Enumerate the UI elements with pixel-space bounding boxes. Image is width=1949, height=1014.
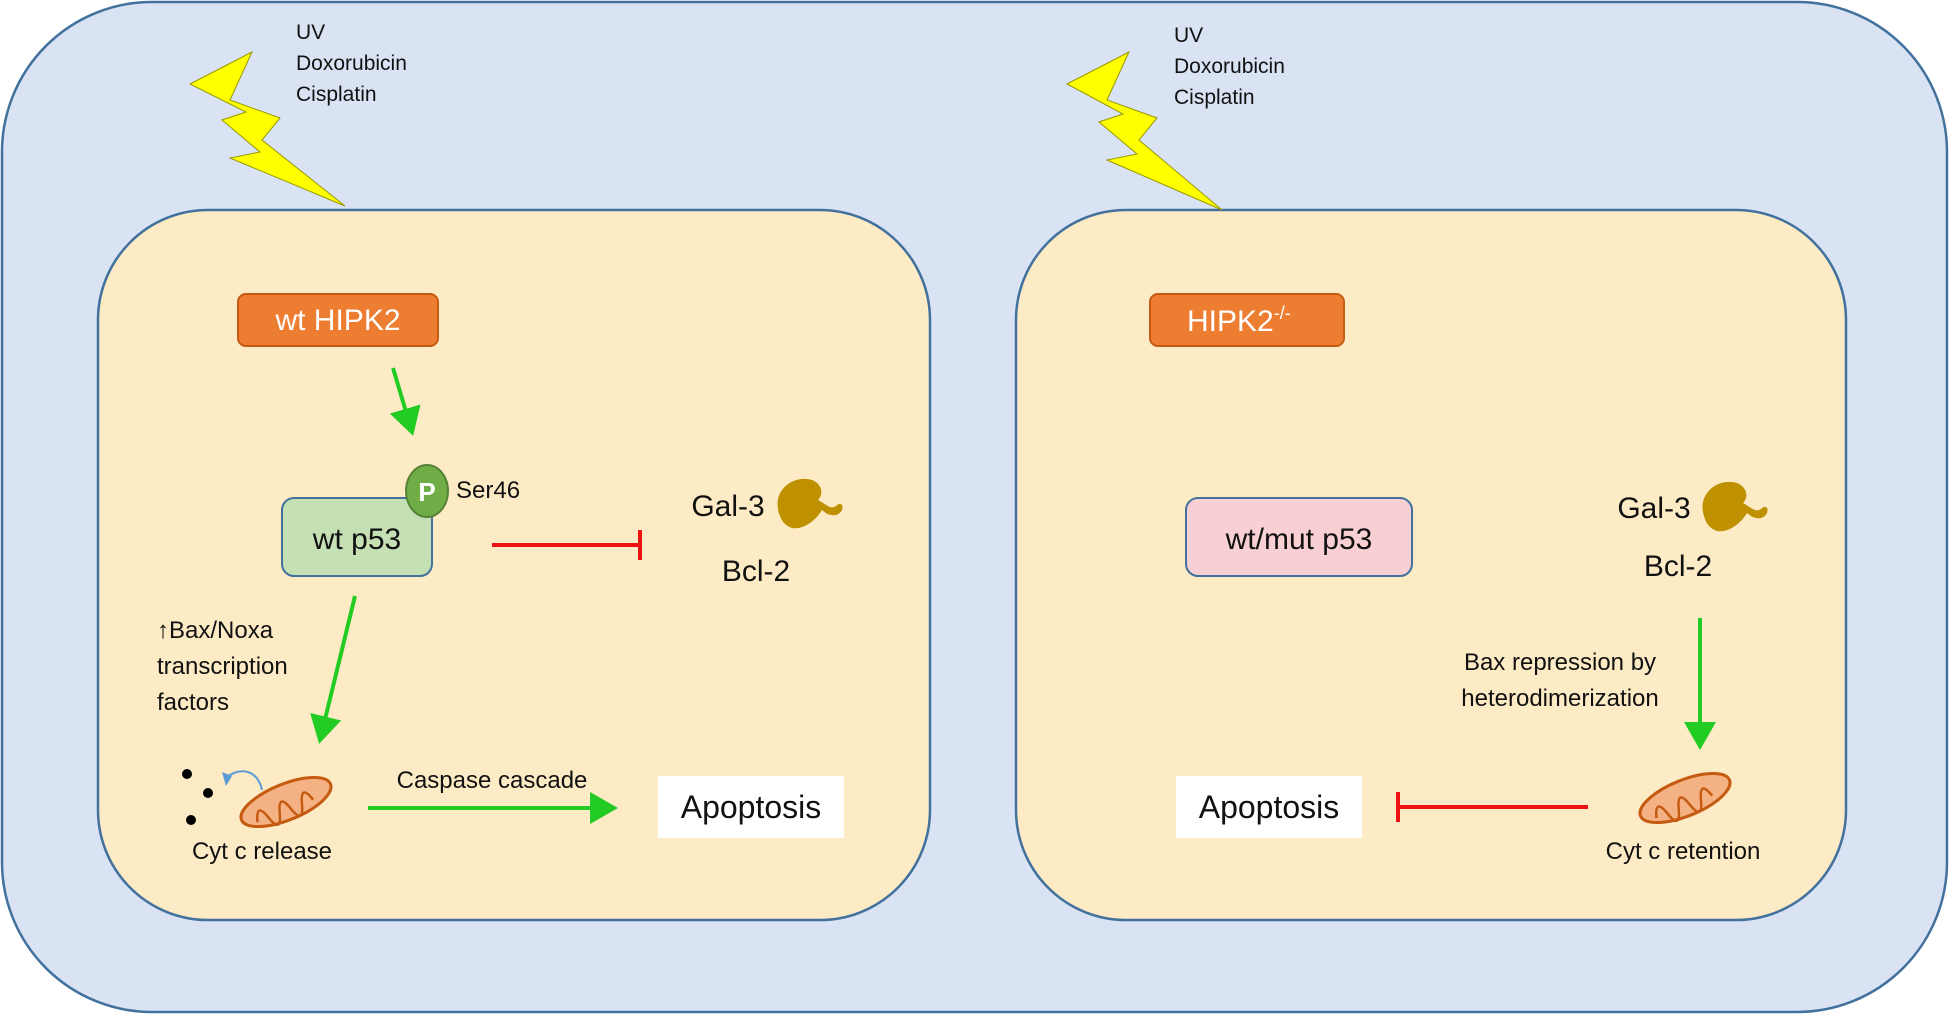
right-bcl2-label: Bcl-2 <box>1644 550 1712 583</box>
hipk2-knockout-name: HIPK2 <box>1187 305 1274 338</box>
cytc-release-arrowhead <box>222 772 232 786</box>
transcription-line-2: transcription <box>157 653 288 680</box>
wt-hipk2-box <box>237 293 439 347</box>
wt-p53-label: wt p53 <box>312 523 401 556</box>
hipk2-knockout-superscript: -/- <box>1274 303 1291 323</box>
phospho-label: P <box>418 477 435 507</box>
left-lightning-icon <box>188 50 346 207</box>
right-lightning-icon <box>1065 50 1223 211</box>
hipk2-to-p53-arrow <box>389 367 421 436</box>
left-cell <box>96 208 932 922</box>
cytc-dot-2 <box>203 788 213 798</box>
hipk2-knockout-box <box>1149 293 1345 347</box>
wt-mut-p53-box <box>1185 497 1413 577</box>
cytc-dot-3 <box>186 815 196 825</box>
p53-to-mito-arrow <box>310 595 357 744</box>
ser46-label: Ser46 <box>456 477 520 504</box>
left-gal3-label: Gal-3 <box>691 490 764 523</box>
wt-hipk2-label: wt HIPK2 <box>274 304 400 337</box>
wt-mut-p53-label: wt/mut p53 <box>1225 523 1373 556</box>
right-stimulus-doxorubicin: Doxorubicin <box>1174 55 1285 78</box>
left-stimulus-doxorubicin: Doxorubicin <box>296 52 407 75</box>
cytc-release-label: Cyt c release <box>192 838 332 865</box>
bax-repression-line-1: Bax repression by <box>1464 649 1656 676</box>
left-bcl2-label: Bcl-2 <box>722 555 790 588</box>
right-apoptosis-box <box>1176 776 1362 838</box>
phospho-circle <box>405 464 449 518</box>
wt-p53-box <box>281 497 433 577</box>
transcription-line-3: factors <box>157 689 229 716</box>
left-stimulus-uv: UV <box>296 21 325 44</box>
right-gal3-label: Gal-3 <box>1617 492 1690 525</box>
bax-repression-line-2: heterodimerization <box>1461 685 1658 712</box>
cytc-dot-1 <box>182 769 192 779</box>
right-stimulus-cisplatin: Cisplatin <box>1174 86 1255 109</box>
right-stimulus-uv: UV <box>1174 24 1203 47</box>
left-apoptosis-box <box>658 776 844 838</box>
left-apoptosis-label: Apoptosis <box>681 789 822 825</box>
cytc-retention-label: Cyt c retention <box>1606 838 1761 865</box>
hipk2-knockout-label: HIPK2-/- <box>1187 303 1291 338</box>
right-cell <box>1014 208 1848 922</box>
left-stimulus-cisplatin: Cisplatin <box>296 83 377 106</box>
right-apoptosis-label: Apoptosis <box>1199 789 1340 825</box>
caspase-cascade-label: Caspase cascade <box>397 767 588 794</box>
transcription-line-1: ↑Bax/Noxa <box>157 617 274 644</box>
